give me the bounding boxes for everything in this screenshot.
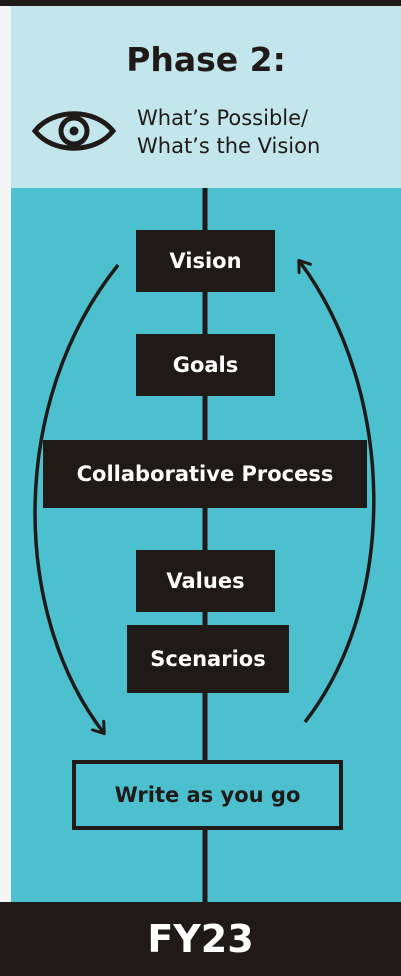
left-margin	[0, 6, 11, 902]
down-arrow-left	[33, 263, 120, 736]
subtitle-line-1: What’s Possible/	[137, 106, 309, 130]
step-write-as-you-go: Write as you go	[72, 760, 343, 830]
phase-subtitle: What’s Possible/ What’s the Vision	[137, 104, 397, 160]
step-collaborative-process: Collaborative Process	[43, 440, 367, 508]
fiscal-year-footer: FY23	[0, 902, 401, 976]
phase-header: Phase 2: What’s Possible/ What’s the Vis…	[11, 6, 401, 188]
phase-title: Phase 2:	[126, 40, 286, 79]
step-vision: Vision	[136, 230, 275, 292]
eye-icon	[31, 111, 117, 151]
step-values: Values	[136, 550, 275, 612]
subtitle-line-2: What’s the Vision	[137, 134, 321, 158]
up-arrow-right	[297, 258, 376, 724]
step-scenarios: Scenarios	[127, 625, 289, 693]
step-goals: Goals	[136, 334, 275, 396]
top-border	[0, 0, 401, 6]
